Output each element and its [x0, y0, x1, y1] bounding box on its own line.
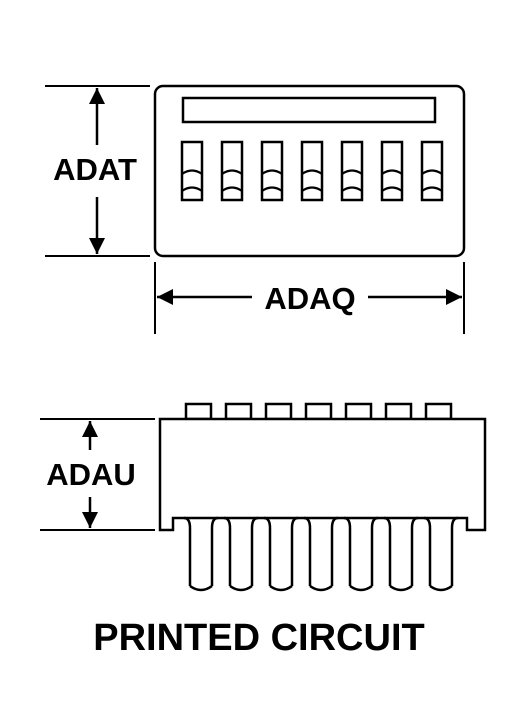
height-dimension-top: ADAT	[45, 85, 150, 257]
dip-switch	[420, 140, 444, 202]
dip-switch-curve-lower	[381, 186, 403, 192]
switch-actuator	[304, 402, 333, 421]
dip-switch-curve-lower	[341, 186, 363, 192]
switch-actuator	[344, 402, 373, 421]
switch-actuator	[424, 402, 453, 421]
dip-switch-curve-lower	[301, 186, 323, 192]
dip-switch-curve-upper	[381, 169, 403, 175]
top-view-switches	[180, 140, 444, 202]
dip-switch	[220, 140, 244, 202]
dip-switch-curve-upper	[421, 169, 443, 175]
dip-switch-curve-upper	[301, 169, 323, 175]
dip-switch-curve-upper	[221, 169, 243, 175]
dip-switch	[380, 140, 404, 202]
pin	[423, 516, 459, 592]
dip-switch-curve-lower	[221, 186, 243, 192]
dip-switch-curve-lower	[421, 186, 443, 192]
pin	[303, 516, 339, 592]
dip-switch-curve-lower	[261, 186, 283, 192]
switch-actuator	[264, 402, 293, 421]
side-view-actuators	[184, 402, 453, 421]
pin	[263, 516, 299, 592]
height-top-label: ADAT	[53, 152, 137, 187]
top-view	[153, 84, 466, 258]
pin	[383, 516, 419, 592]
width-dimension: ADAQ	[154, 262, 465, 334]
dip-switch	[300, 140, 324, 202]
side-view-body	[158, 417, 487, 532]
dip-switch	[340, 140, 364, 202]
height-dimension-side: ADAU	[40, 418, 155, 531]
dip-switch	[260, 140, 284, 202]
side-view	[158, 402, 487, 592]
switch-actuator	[384, 402, 413, 421]
dip-switch-curve-upper	[341, 169, 363, 175]
dip-switch	[180, 140, 204, 202]
pin	[343, 516, 379, 592]
height-side-label: ADAU	[46, 457, 136, 492]
dip-switch-curve-lower	[181, 186, 203, 192]
pin	[223, 516, 259, 592]
width-label: ADAQ	[264, 281, 355, 316]
top-view-label-window	[181, 96, 437, 124]
side-view-pins	[183, 516, 459, 592]
caption: PRINTED CIRCUIT	[93, 617, 424, 659]
dip-switch-curve-upper	[181, 169, 203, 175]
dip-switch-curve-upper	[261, 169, 283, 175]
switch-actuator	[224, 402, 253, 421]
switch-actuator	[184, 402, 213, 421]
pin	[183, 516, 219, 592]
